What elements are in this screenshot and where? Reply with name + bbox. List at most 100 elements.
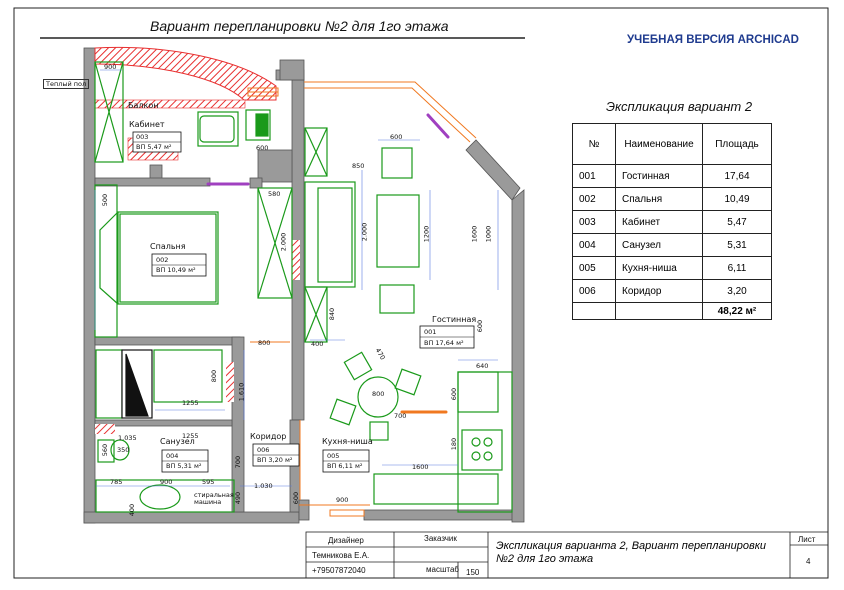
kitchen-num: 005 — [327, 452, 340, 460]
dim-label: 1255 — [182, 432, 199, 440]
sheet-title: Вариант перепланировки №2 для 1го этажа — [150, 18, 449, 34]
room-area: 3,20 — [702, 279, 772, 303]
table-header-row: № Наименование Площадь — [572, 123, 772, 165]
room-area: 5,31 — [702, 233, 772, 257]
cabinet-num: 003 — [136, 133, 149, 141]
dim-label: 580 — [268, 190, 281, 198]
client-label: Заказчик — [424, 534, 457, 543]
table-row: 006 Коридор 3,20 — [572, 279, 772, 303]
corridor-num: 006 — [257, 446, 270, 454]
col-name-header: Наименование — [615, 123, 703, 165]
kitchen-name: Кухня-ниша — [322, 437, 373, 446]
dim-label: 2.000 — [279, 232, 288, 252]
bath-num: 004 — [166, 452, 179, 460]
cabinet-area: ВП 5,47 м² — [136, 143, 172, 151]
bedroom-area: ВП 10,49 м² — [156, 266, 196, 274]
dim-label: 600 — [450, 387, 459, 401]
living-num: 001 — [424, 328, 437, 336]
table-row: 005 Кухня-ниша 6,11 — [572, 256, 772, 280]
room-number: 001 — [572, 164, 616, 188]
dim-label: 1.610 — [237, 382, 246, 402]
dim-label: 900 — [104, 63, 117, 71]
table-row: 002 Спальня 10,49 — [572, 187, 772, 211]
balcony-label: Балкон — [128, 101, 159, 110]
bath-name: Санузел — [160, 437, 195, 446]
explication-table: № Наименование Площадь 001 Гостинная 17,… — [572, 123, 772, 320]
dim-label: 595 — [202, 478, 215, 486]
dim-label: 785 — [110, 478, 123, 486]
dim-label: 700 — [234, 455, 243, 469]
corridor-name: Коридор — [250, 432, 287, 441]
dim-label: 560 — [101, 443, 110, 457]
dim-label: 600 — [390, 133, 403, 141]
room-name: Кухня-ниша — [615, 256, 703, 280]
explication-title: Экспликация вариант 2 — [606, 99, 753, 114]
dim-label: 800 — [210, 369, 219, 383]
dim-label: 1.035 — [118, 434, 137, 442]
sheet-label: Лист — [798, 535, 816, 544]
windows — [247, 81, 477, 517]
dim-label: 900 — [336, 496, 349, 504]
room-name: Гостинная — [615, 164, 703, 188]
dim-label: 180 — [450, 437, 459, 451]
cabinet-name: Кабинет — [129, 120, 165, 129]
kitchen-area: ВП 6,11 м² — [327, 462, 363, 470]
room-name: Кабинет — [615, 210, 703, 234]
dim-label: 840 — [328, 307, 337, 321]
designer-phone: +79507872040 — [312, 566, 366, 575]
dim-label: 2.000 — [360, 222, 369, 242]
col-area-header: Площадь — [702, 123, 772, 165]
table-row: 004 Санузел 5,31 — [572, 233, 772, 257]
room-number: 005 — [572, 256, 616, 280]
room-number: 006 — [572, 279, 616, 303]
dim-label: 800 — [258, 339, 271, 347]
balcony-hatch — [94, 46, 277, 101]
scale-value: 150 — [466, 568, 480, 577]
total-area: 48,22 м² — [702, 302, 772, 320]
room-area: 5,47 — [702, 210, 772, 234]
table-row: 001 Гостинная 17,64 — [572, 164, 772, 188]
dim-label: 400 — [311, 340, 324, 348]
bedroom-num: 002 — [156, 256, 169, 264]
warm-floor-tag: Теплый пол — [43, 79, 90, 89]
room-area: 6,11 — [702, 256, 772, 280]
sheet-number: 4 — [806, 557, 811, 566]
brand-label: УЧЕБНАЯ ВЕРСИЯ ARCHICAD — [627, 34, 799, 46]
dim-label: 1200 — [422, 225, 431, 243]
washer-tag: стиральная машина — [194, 491, 234, 506]
room-name: Коридор — [615, 279, 703, 303]
dim-label: 350 — [117, 446, 130, 454]
room-name: Санузел — [615, 233, 703, 257]
dimension-lines — [94, 69, 499, 487]
dim-label: 500 — [101, 193, 110, 207]
bedroom-name: Спальня — [150, 242, 186, 251]
dim-label: 1255 — [182, 399, 199, 407]
dim-label: 600 — [256, 144, 269, 152]
bath-area: ВП 5,31 м² — [166, 462, 202, 470]
dim-label: 800 — [372, 390, 385, 398]
dim-label: 700 — [394, 412, 407, 420]
dim-label: 1600 — [470, 225, 479, 243]
room-number: 003 — [572, 210, 616, 234]
room-area: 10,49 — [702, 187, 772, 211]
radiators — [206, 113, 450, 414]
living-name: Гостинная — [432, 315, 477, 324]
designer-label: Дизайнер — [328, 536, 364, 545]
stamp-grid — [305, 531, 829, 579]
dim-label: 640 — [476, 362, 489, 370]
table-row: 003 Кабинет 5,47 — [572, 210, 772, 234]
room-area: 17,64 — [702, 164, 772, 188]
table-total-row: 48,22 м² — [572, 302, 772, 320]
furniture — [94, 61, 513, 513]
dim-label: 1600 — [412, 463, 429, 471]
scale-label: масштаб — [426, 565, 459, 574]
walls — [83, 47, 525, 524]
room-number: 004 — [572, 233, 616, 257]
designer-name: Темникова Е.А. — [312, 551, 370, 560]
dim-label: 900 — [160, 478, 173, 486]
living-area: ВП 17,64 м² — [424, 339, 464, 347]
dim-label: 490 — [234, 491, 243, 505]
dim-label: 850 — [352, 162, 365, 170]
